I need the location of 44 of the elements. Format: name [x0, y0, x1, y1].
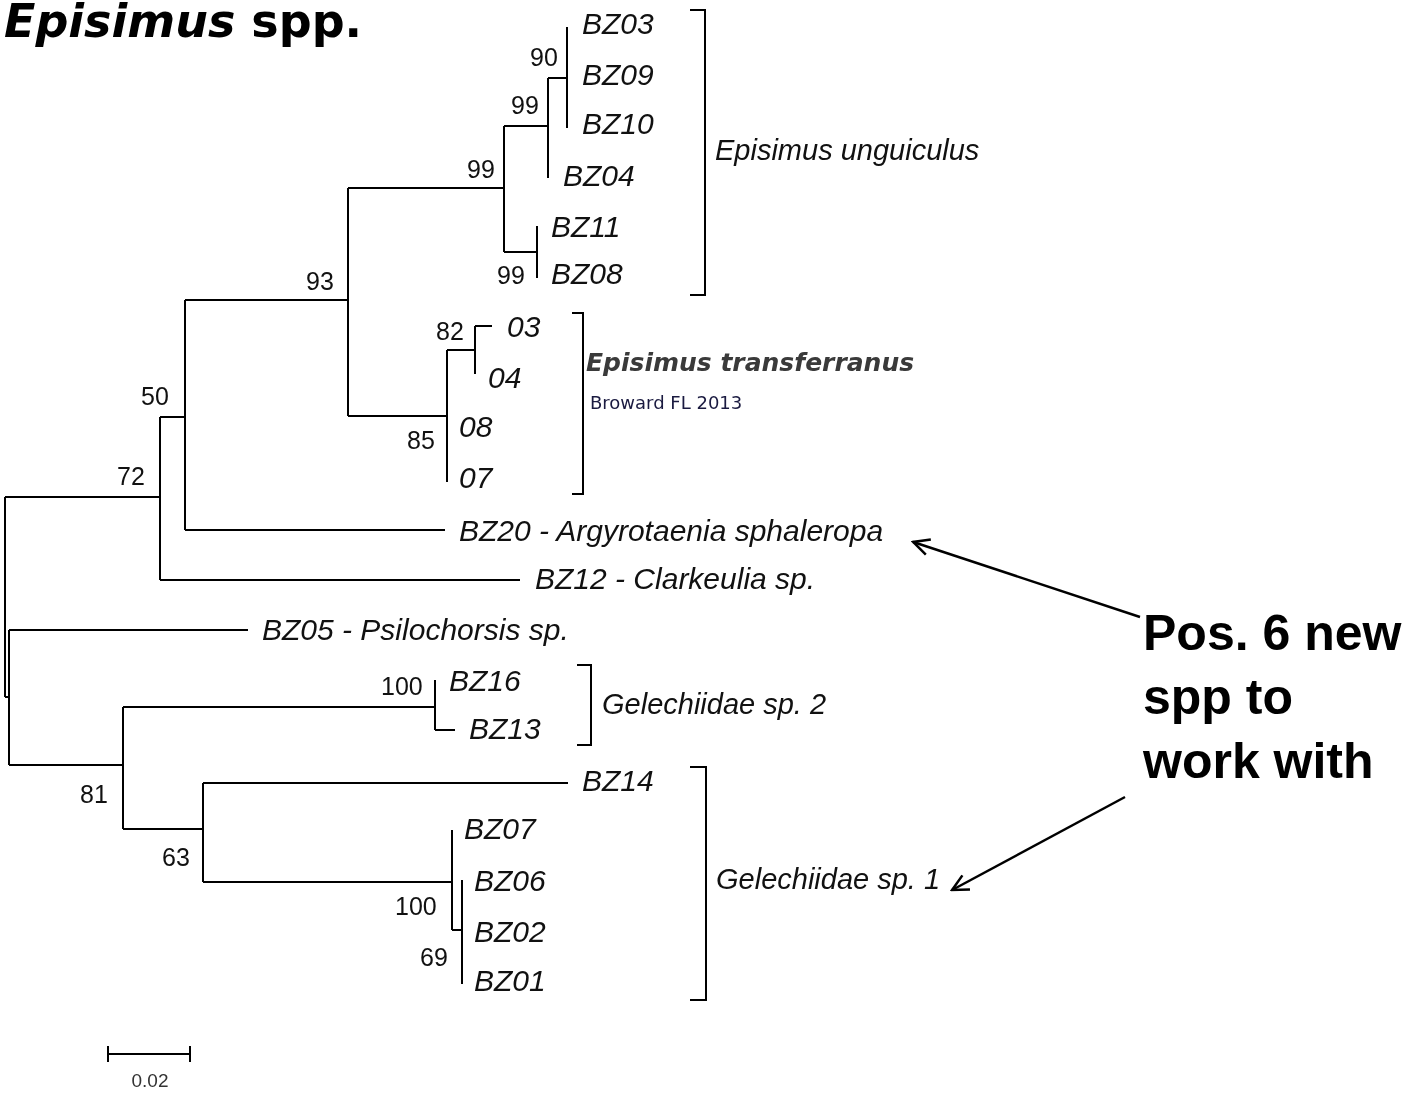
arrow	[911, 538, 1141, 619]
taxon-label: BZ14	[582, 763, 654, 797]
taxon-label: BZ07	[464, 811, 536, 845]
taxon-label: BZ10	[582, 106, 654, 140]
clade-label: Episimus transferranus	[586, 349, 915, 377]
taxon-label: BZ08	[551, 256, 623, 290]
taxon-label: BZ06	[474, 863, 546, 897]
arrow	[950, 795, 1126, 892]
taxon-label: BZ20 - Argyrotaenia sphaleropa	[459, 513, 884, 547]
clade-label: Episimus unguiculus	[715, 135, 980, 167]
taxon-label: BZ09	[582, 57, 654, 91]
title: Episimus spp.	[4, 0, 363, 48]
bootstrap-value: 69	[420, 944, 448, 972]
bootstrap-value: 82	[436, 318, 464, 346]
taxon-label: BZ11	[551, 209, 621, 243]
clade-label: Gelechiidae sp. 1	[716, 864, 941, 896]
bootstrap-value: 81	[80, 781, 108, 809]
taxon-label: BZ02	[474, 914, 546, 948]
bootstrap-value: 93	[306, 268, 334, 296]
scale-label: 0.02	[131, 1070, 169, 1092]
note-text: Broward FL 2013	[590, 393, 743, 413]
taxon-label: 03	[507, 309, 541, 343]
bootstrap-value: 63	[162, 844, 190, 872]
bootstrap-value: 99	[497, 262, 525, 290]
bootstrap-value: 72	[117, 463, 145, 491]
callout-text: Pos. 6 new spp to work with	[1143, 601, 1415, 793]
taxon-label: BZ03	[582, 6, 654, 40]
taxon-label: BZ05 - Psilochorsis sp.	[262, 612, 569, 646]
bootstrap-value: 90	[530, 44, 558, 72]
bootstrap-value: 85	[407, 427, 435, 455]
bootstrap-value: 100	[395, 893, 437, 921]
taxon-label: BZ12 - Clarkeulia sp.	[535, 561, 816, 595]
taxon-label: BZ13	[469, 711, 541, 745]
bootstrap-value: 50	[141, 383, 169, 411]
bootstrap-value: 99	[511, 92, 539, 120]
bootstrap-value: 100	[381, 673, 423, 701]
taxon-label: BZ04	[563, 158, 635, 192]
taxon-label: 07	[459, 460, 493, 494]
bootstrap-value: 99	[467, 156, 495, 184]
taxon-label: 08	[459, 409, 493, 443]
taxon-label: 04	[488, 360, 522, 394]
taxon-label: BZ16	[449, 663, 521, 697]
clade-label: Gelechiidae sp. 2	[602, 689, 827, 721]
taxon-label: BZ01	[474, 963, 546, 997]
